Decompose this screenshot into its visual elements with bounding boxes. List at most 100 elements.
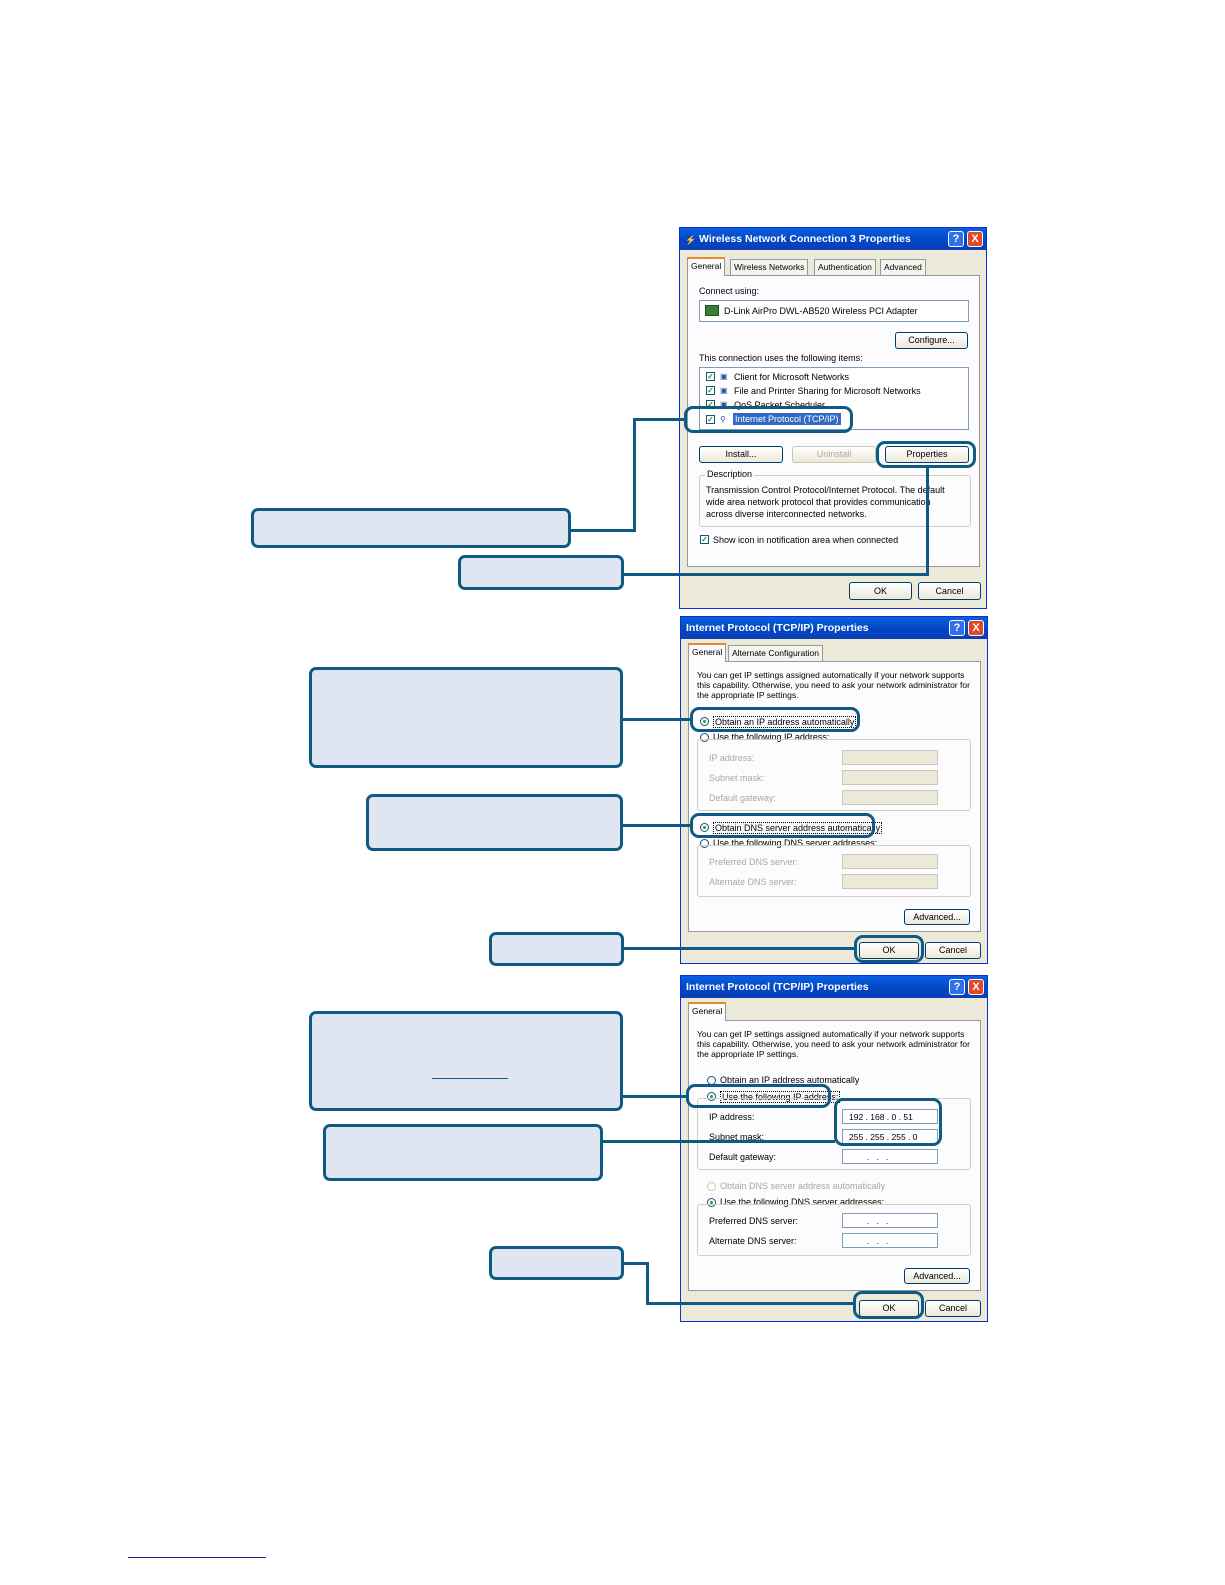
cancel-button[interactable]: Cancel: [925, 942, 981, 959]
preferred-dns-field[interactable]: . . .: [842, 1213, 938, 1228]
callout-box: [309, 667, 623, 768]
qos-icon: ▣: [720, 400, 728, 409]
connector-line: [620, 1095, 687, 1098]
help-button[interactable]: ?: [949, 620, 965, 636]
connector-line: [646, 1262, 649, 1304]
cancel-button[interactable]: Cancel: [925, 1300, 981, 1317]
obtain-dns-auto-radio: [707, 1182, 716, 1191]
intro-text: You can get IP settings assigned automat…: [697, 670, 970, 700]
connector-line: [646, 1302, 854, 1305]
callout-box: [489, 1246, 624, 1280]
highlight-ip-and-subnet: [834, 1098, 942, 1146]
item-client-label: Client for Microsoft Networks: [734, 372, 850, 382]
connector-line: [620, 1262, 648, 1265]
advanced-button[interactable]: Advanced...: [904, 1268, 970, 1284]
cancel-button[interactable]: Cancel: [918, 582, 981, 600]
highlight-obtain-ip-auto: [690, 707, 860, 732]
item-qos-label: QoS Packet Scheduler: [734, 400, 826, 410]
components-list[interactable]: ✓ ▣ Client for Microsoft Networks ✓ ▣ Fi…: [699, 367, 969, 430]
use-following-dns-radio[interactable]: [707, 1198, 716, 1207]
connect-using-label: Connect using:: [699, 286, 760, 296]
ok-button[interactable]: OK: [849, 582, 912, 600]
help-button[interactable]: ?: [949, 979, 965, 995]
tab-authentication[interactable]: Authentication: [814, 259, 876, 275]
connector-line: [568, 529, 636, 532]
callout-box: [323, 1124, 603, 1181]
ip-address-label: IP address:: [709, 1112, 755, 1122]
wireless-connection-properties-dialog: ⚡Wireless Network Connection 3 Propertie…: [679, 227, 987, 609]
obtain-ip-auto-label: Obtain an IP address automatically: [720, 1075, 860, 1085]
alternate-dns-label: Alternate DNS server:: [709, 877, 797, 887]
item-tcpip-label[interactable]: Internet Protocol (TCP/IP): [733, 413, 841, 425]
advanced-button[interactable]: Advanced...: [904, 909, 970, 925]
use-following-dns-label: Use the following DNS server addresses:: [713, 838, 878, 848]
item-file-sharing-label: File and Printer Sharing for Microsoft N…: [734, 386, 921, 396]
highlight-properties-button: [876, 441, 976, 468]
show-icon-checkbox[interactable]: ✓: [700, 535, 709, 544]
connector-line: [926, 467, 929, 576]
alternate-dns-field[interactable]: . . .: [842, 1233, 938, 1248]
dialog-titlebar[interactable]: ⚡Wireless Network Connection 3 Propertie…: [680, 228, 986, 250]
subnet-mask-label: Subnet mask:: [709, 1132, 765, 1142]
intro-text: You can get IP settings assigned automat…: [697, 1029, 970, 1059]
subnet-mask-label: Subnet mask:: [709, 773, 765, 783]
dialog-titlebar[interactable]: Internet Protocol (TCP/IP) Properties ? …: [681, 976, 987, 998]
general-panel: Connect using: D-Link AirPro DWL-AB520 W…: [687, 275, 980, 567]
tab-general[interactable]: General: [688, 643, 727, 662]
item-checkbox-file-sharing[interactable]: ✓: [706, 386, 715, 395]
tab-wireless-networks[interactable]: Wireless Networks: [730, 259, 809, 275]
default-gateway-dots: . . .: [867, 1152, 889, 1162]
show-icon-label: Show icon in notification area when conn…: [713, 535, 899, 545]
network-icon: ⚡: [685, 235, 697, 245]
connector-line: [620, 573, 929, 576]
default-gateway-label: Default gateway:: [709, 793, 777, 803]
install-button[interactable]: Install...: [699, 446, 783, 463]
dialog-titlebar[interactable]: Internet Protocol (TCP/IP) Properties ? …: [681, 617, 987, 639]
ip-address-label: IP address:: [709, 753, 755, 763]
ip-address-field: [842, 750, 938, 765]
dns-group: [697, 1204, 971, 1256]
use-following-ip-radio[interactable]: [707, 1092, 716, 1101]
ip-address-field[interactable]: 192 . 168 . 0 . 51: [842, 1109, 938, 1124]
general-panel: You can get IP settings assigned automat…: [688, 1020, 981, 1291]
item-checkbox-tcpip[interactable]: ✓: [706, 415, 715, 424]
preferred-dns-label: Preferred DNS server:: [709, 1216, 799, 1226]
underline-mark: [432, 1078, 508, 1079]
properties-button[interactable]: Properties: [885, 446, 969, 463]
dns-group: [697, 845, 971, 897]
ip-group: [697, 739, 971, 811]
connector-line: [600, 1140, 835, 1143]
default-gateway-field[interactable]: . . .: [842, 1149, 938, 1164]
obtain-dns-auto-radio[interactable]: [700, 823, 709, 832]
use-following-ip-radio[interactable]: [700, 733, 709, 742]
connector-line: [620, 947, 855, 950]
tab-advanced[interactable]: Advanced: [880, 259, 926, 275]
general-panel: You can get IP settings assigned automat…: [688, 661, 981, 932]
use-following-dns-radio[interactable]: [700, 839, 709, 848]
callout-box: [251, 508, 571, 548]
protocol-icon: ⚲: [720, 415, 726, 424]
configure-button[interactable]: Configure...: [895, 332, 968, 349]
tab-general[interactable]: General: [687, 257, 726, 276]
callout-box: [489, 932, 624, 966]
highlight-obtain-dns-auto: [690, 813, 875, 838]
callout-box: [366, 794, 623, 851]
tcpip-properties-dialog-static: Internet Protocol (TCP/IP) Properties ? …: [680, 975, 988, 1322]
close-button[interactable]: X: [967, 231, 983, 247]
close-button[interactable]: X: [968, 979, 984, 995]
alternate-dns-label: Alternate DNS server:: [709, 1236, 797, 1246]
use-following-ip-label: Use the following IP address:: [720, 1091, 841, 1103]
obtain-ip-auto-radio[interactable]: [700, 717, 709, 726]
ok-button[interactable]: OK: [859, 942, 919, 959]
item-checkbox-client[interactable]: ✓: [706, 372, 715, 381]
highlight-tcpip-item: [684, 406, 853, 433]
tab-general[interactable]: General: [688, 1002, 727, 1021]
description-group: [699, 475, 971, 527]
subnet-mask-value: 255 . 255 . 255 . 0: [849, 1132, 918, 1142]
help-button[interactable]: ?: [948, 231, 964, 247]
footer-rule: [128, 1557, 266, 1558]
tab-alternate-configuration[interactable]: Alternate Configuration: [728, 645, 823, 661]
alternate-dns-field: [842, 874, 938, 889]
uninstall-button: Uninstall: [792, 446, 876, 463]
close-button[interactable]: X: [968, 620, 984, 636]
